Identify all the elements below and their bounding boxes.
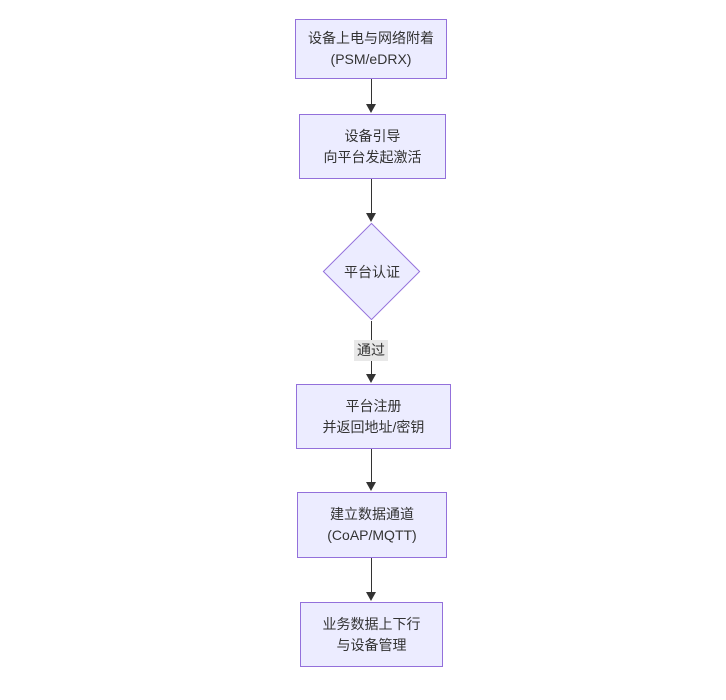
node-bootstrap: 设备引导 向平台发起激活 (299, 114, 446, 179)
arrowhead-icon (366, 374, 376, 383)
node-platform-register: 平台注册 并返回地址/密钥 (296, 384, 451, 449)
node-business-data: 业务数据上下行 与设备管理 (300, 602, 443, 667)
node-business-data-line2: 与设备管理 (336, 636, 407, 653)
edge-bootstrap-to-auth (371, 179, 372, 214)
node-business-data-line1: 业务数据上下行 (322, 615, 421, 632)
node-power-attach-line2: (PSM/eDRX) (330, 51, 412, 67)
node-data-channel: 建立数据通道 (CoAP/MQTT) (297, 492, 447, 558)
arrowhead-icon (366, 482, 376, 491)
node-power-attach: 设备上电与网络附着 (PSM/eDRX) (295, 19, 447, 79)
node-data-channel-line1: 建立数据通道 (330, 506, 414, 522)
node-platform-auth-label: 平台认证 (344, 264, 400, 280)
node-bootstrap-line2: 向平台发起激活 (323, 148, 422, 165)
edge-channel-to-business (371, 558, 372, 593)
node-data-channel-line2: (CoAP/MQTT) (327, 527, 417, 543)
node-power-attach-line1: 设备上电与网络附着 (308, 30, 434, 46)
arrowhead-icon (366, 592, 376, 601)
node-platform-register-line2: 并返回地址/密钥 (322, 418, 425, 435)
node-platform-auth: 平台认证 (322, 222, 422, 322)
edge-power-to-bootstrap (371, 79, 372, 105)
node-platform-register-line1: 平台注册 (345, 397, 402, 414)
arrowhead-icon (366, 104, 376, 113)
edge-label-pass: 通过 (354, 340, 388, 361)
node-bootstrap-line1: 设备引导 (344, 127, 401, 144)
arrowhead-icon (366, 213, 376, 222)
edge-register-to-channel (371, 449, 372, 483)
